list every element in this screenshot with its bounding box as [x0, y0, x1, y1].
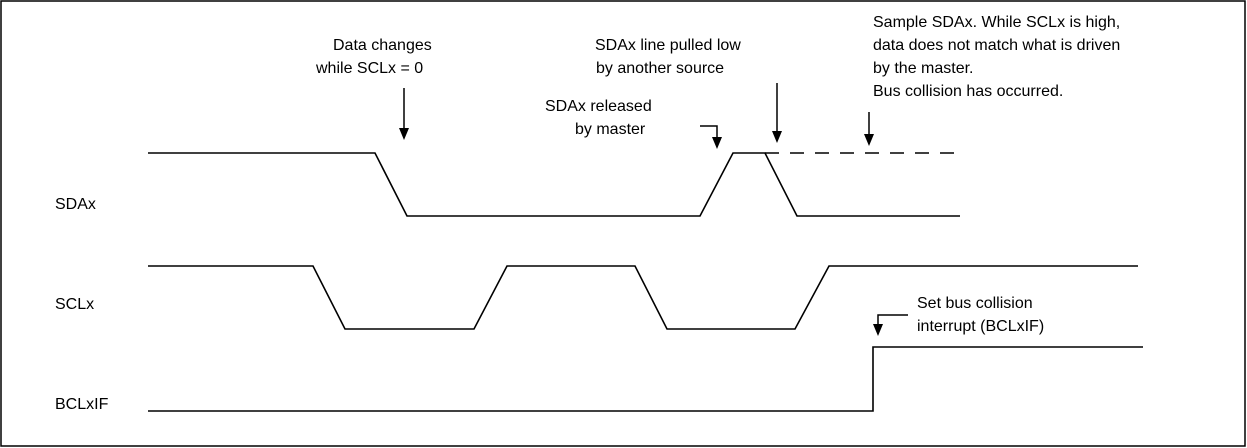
- note-sda-released-line-2: by master: [575, 121, 646, 138]
- note-sda-pulled-low-line-1: SDAx line pulled low: [595, 37, 741, 54]
- arrow-sda-pulled-low: [772, 83, 782, 143]
- note-sample-line-4: Bus collision has occurred.: [873, 83, 1063, 100]
- bclif-waveform: [148, 346, 1143, 412]
- note-sda-released-line-1: SDAx released: [545, 98, 652, 115]
- signal-label-sda: SDAx: [55, 196, 96, 213]
- sda-waveform: [148, 152, 960, 217]
- note-data-changes-line-1: Data changes: [333, 37, 432, 54]
- note-sample-line-2: data does not match what is driven: [873, 37, 1120, 54]
- arrow-sample-sda: [864, 112, 874, 146]
- scl-waveform: [148, 265, 1138, 330]
- note-set-collision-line-2: interrupt (BCLxIF): [917, 318, 1044, 335]
- note-sda-pulled-low-line-2: by another source: [596, 60, 724, 77]
- arrow-data-changes: [399, 88, 409, 140]
- note-sample-line-3: by the master.: [873, 60, 974, 77]
- note-data-changes-line-2: while SCLx = 0: [315, 60, 423, 77]
- note-sample-line-1: Sample SDAx. While SCLx is high,: [873, 14, 1120, 31]
- arrow-sda-released: [700, 125, 722, 149]
- arrow-set-bus-collision: [873, 314, 908, 336]
- signal-label-bclif: BCLxIF: [55, 396, 109, 413]
- signal-label-scl: SCLx: [55, 296, 94, 313]
- note-set-collision-line-1: Set bus collision: [917, 295, 1033, 312]
